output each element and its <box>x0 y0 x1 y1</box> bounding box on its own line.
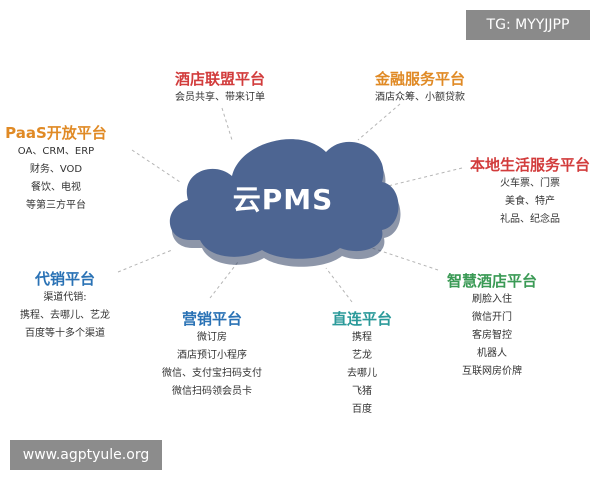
node-finance: 金融服务平台 酒店众筹、小额贷款 <box>360 68 480 107</box>
node-direct: 直连平台 携程 艺龙 去哪儿 飞猪 百度 <box>322 308 402 419</box>
node-item: 百度等十多个渠道 <box>25 328 105 339</box>
node-title: 酒店联盟平台 <box>174 70 265 88</box>
node-item: 微信、支付宝扫码支付 <box>162 368 262 379</box>
node-item: 机器人 <box>477 348 507 359</box>
node-title: 代销平台 <box>34 270 95 288</box>
connector-paas <box>131 149 181 183</box>
cloud-body <box>169 139 399 259</box>
node-item: 百度 <box>352 404 372 415</box>
node-hotel-alliance: 酒店联盟平台 会员共享、带来订单 <box>160 68 280 107</box>
connector-marketing <box>209 261 239 299</box>
node-item: 携程 <box>352 332 372 343</box>
node-item: OA、CRM、ERP <box>17 146 95 157</box>
node-item: 等第三方平台 <box>26 200 86 211</box>
node-title: 直连平台 <box>331 310 392 328</box>
connector-direct <box>325 267 353 303</box>
node-item: 互联网房价牌 <box>462 366 522 377</box>
node-item: 去哪儿 <box>347 368 377 379</box>
node-item: 会员共享、带来订单 <box>175 92 265 103</box>
node-item: 艺龙 <box>352 350 372 361</box>
node-item: 渠道代销: <box>43 292 87 303</box>
node-item: 财务、VOD <box>29 164 83 175</box>
connector-local <box>387 167 463 187</box>
node-item: 酒店众筹、小额贷款 <box>375 92 465 103</box>
node-title: 智慧酒店平台 <box>446 272 537 290</box>
node-item: 微信开门 <box>472 312 512 323</box>
node-item: 美食、特产 <box>505 196 555 207</box>
node-smart-hotel: 智慧酒店平台 刷脸入住 微信开门 客房智控 机器人 互联网房价牌 <box>432 270 552 381</box>
node-item: 飞猪 <box>352 386 372 397</box>
node-item: 微信扫码领会员卡 <box>172 386 252 397</box>
node-item: 客房智控 <box>472 330 512 341</box>
node-title: 本地生活服务平台 <box>469 156 590 174</box>
node-marketing: 营销平台 微订房 酒店预订小程序 微信、支付宝扫码支付 微信扫码领会员卡 <box>152 308 272 401</box>
node-local-life: 本地生活服务平台 火车票、门票 美食、特产 礼品、纪念品 <box>466 154 594 229</box>
node-item: 酒店预订小程序 <box>177 350 247 361</box>
node-item: 礼品、纪念品 <box>500 214 560 225</box>
cloud-label: 云PMS <box>232 183 334 216</box>
node-title: PaaS开放平台 <box>5 124 107 142</box>
node-item: 携程、去哪儿、艺龙 <box>20 310 110 321</box>
node-item: 微订房 <box>197 332 227 343</box>
node-item: 刷脸入住 <box>472 294 512 305</box>
connector-agency <box>117 249 173 273</box>
node-title: 营销平台 <box>181 310 242 328</box>
node-paas: PaaS开放平台 OA、CRM、ERP 财务、VOD 餐饮、电视 等第三方平台 <box>2 122 110 215</box>
node-agency: 代销平台 渠道代销: 携程、去哪儿、艺龙 百度等十多个渠道 <box>10 268 120 343</box>
node-item: 火车票、门票 <box>500 178 560 189</box>
node-item: 餐饮、电视 <box>31 182 81 193</box>
watermark-bottom: www.agptyule.org <box>10 440 162 470</box>
node-title: 金融服务平台 <box>374 70 465 88</box>
watermark-top: TG: MYYJJPP <box>466 10 590 40</box>
